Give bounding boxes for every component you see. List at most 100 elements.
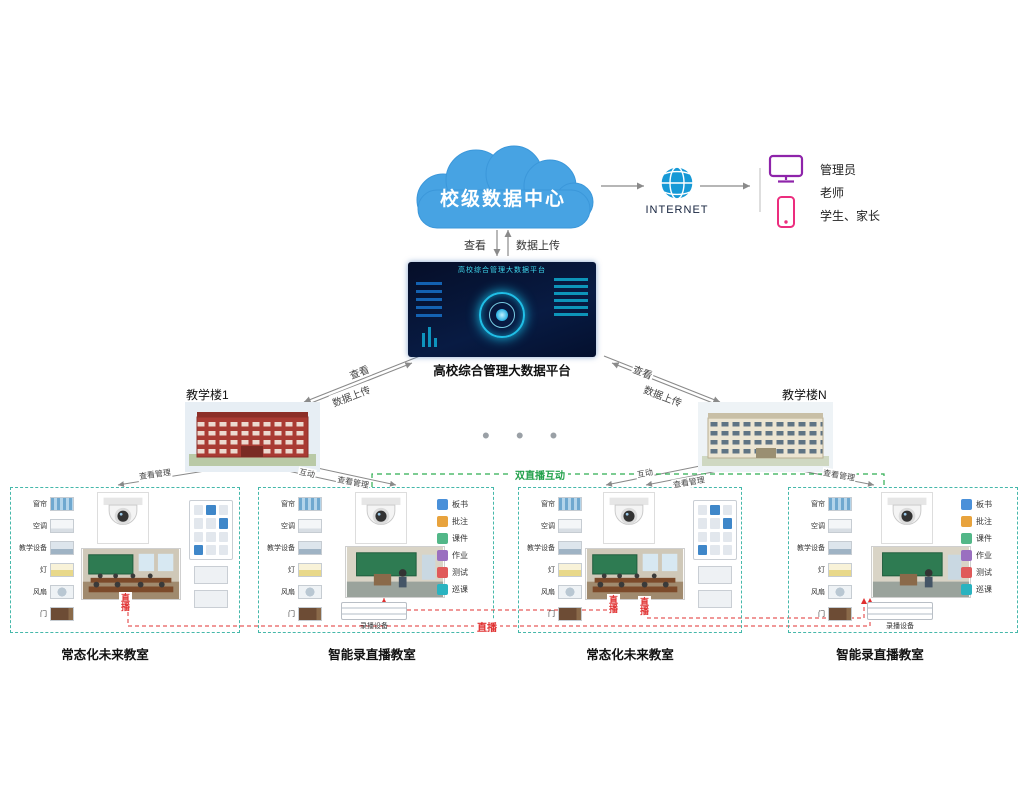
function-label: 作业	[976, 551, 992, 560]
dual-live-label: 双直播互动	[512, 467, 568, 482]
device-item: 门	[794, 604, 852, 623]
device-label: 窗帘	[541, 500, 555, 508]
classroom-group-4: 窗帘 空调 教学设备 灯 风扇 门	[788, 487, 1018, 633]
function-item: 作业	[437, 547, 491, 564]
function-item: 板书	[961, 496, 1015, 513]
building-n-image	[698, 402, 833, 472]
function-item: 测试	[961, 564, 1015, 581]
function-item: 批注	[961, 513, 1015, 530]
device-item: 灯	[794, 560, 852, 579]
function-label: 板书	[452, 500, 468, 509]
school-data-center-cloud: 校级数据中心	[398, 138, 608, 238]
dashboard-ring	[479, 292, 525, 339]
caption-classroom-2: 智能录直播教室	[328, 648, 416, 662]
dashboard-left-widgets	[416, 282, 442, 317]
device-label: 灯	[288, 566, 295, 574]
test-icon	[437, 567, 448, 578]
function-label: 课件	[976, 534, 992, 543]
live-label-v1: 直播	[119, 592, 132, 612]
classroom-photo	[345, 546, 445, 598]
device-label: 教学设备	[527, 544, 555, 552]
annotate-icon	[437, 516, 448, 527]
device-item: 空调	[524, 516, 582, 535]
device-item: 门	[16, 604, 74, 623]
caption-classroom-3: 常态化未来教室	[586, 648, 674, 662]
board-icon	[437, 499, 448, 510]
classroom-photo	[585, 548, 685, 600]
device-item: 窗帘	[264, 494, 322, 513]
extra-device-thumb	[698, 590, 732, 608]
device-item: 门	[264, 604, 322, 623]
device-item: 教学设备	[794, 538, 852, 557]
function-item: 课件	[437, 530, 491, 547]
building-1-label: 教学楼1	[186, 388, 229, 402]
dashboard-right-widgets	[554, 278, 588, 316]
device-label: 空调	[541, 522, 555, 530]
device-label: 灯	[818, 566, 825, 574]
function-label: 测试	[976, 568, 992, 577]
dome-camera-icon	[97, 492, 149, 544]
equipment-thumb-icon	[828, 540, 852, 555]
homework-icon	[961, 550, 972, 561]
device-item: 灯	[16, 560, 74, 579]
upload-flow-label: 数据上传	[514, 237, 562, 253]
device-item: 空调	[16, 516, 74, 535]
device-item: 风扇	[524, 582, 582, 601]
function-item: 板书	[437, 496, 491, 513]
device-label: 风扇	[281, 588, 295, 596]
curtain-thumb-icon	[558, 496, 582, 511]
device-label: 灯	[548, 566, 555, 574]
ellipsis-dots: • • •	[482, 423, 568, 448]
equipment-thumb-icon	[298, 540, 322, 555]
device-item: 窗帘	[524, 494, 582, 513]
function-item: 测试	[437, 564, 491, 581]
function-label: 板书	[976, 500, 992, 509]
device-item: 教学设备	[524, 538, 582, 557]
patrol-icon	[437, 584, 448, 595]
device-item: 空调	[794, 516, 852, 535]
device-item: 风扇	[16, 582, 74, 601]
caption-classroom-4: 智能录直播教室	[836, 648, 924, 662]
classroom-photo	[81, 548, 181, 600]
fan-thumb-icon	[50, 584, 74, 599]
control-panel	[693, 500, 737, 608]
platform-dashboard: 高校综合管理大数据平台	[408, 262, 596, 357]
platform-caption: 高校综合管理大数据平台	[433, 364, 571, 378]
phone-icon	[776, 196, 796, 228]
device-item: 灯	[524, 560, 582, 579]
device-label: 风扇	[33, 588, 47, 596]
function-label: 课件	[452, 534, 468, 543]
device-item: 窗帘	[16, 494, 74, 513]
extra-device-thumb	[194, 590, 228, 608]
light-thumb-icon	[298, 562, 322, 577]
fan-thumb-icon	[558, 584, 582, 599]
door-thumb-icon	[558, 606, 582, 621]
device-strip: 窗帘 空调 教学设备 灯 风扇 门	[524, 494, 582, 626]
function-label: 巡课	[452, 585, 468, 594]
door-thumb-icon	[828, 606, 852, 621]
recorder-box	[341, 602, 407, 620]
device-label: 窗帘	[281, 500, 295, 508]
function-item: 课件	[961, 530, 1015, 547]
function-item: 作业	[961, 547, 1015, 564]
device-item: 风扇	[264, 582, 322, 601]
device-item: 门	[524, 604, 582, 623]
dome-camera-icon	[603, 492, 655, 544]
door-thumb-icon	[298, 606, 322, 621]
live-label-bottom: 直播	[474, 619, 500, 634]
device-label: 教学设备	[19, 544, 47, 552]
ac-thumb-icon	[558, 518, 582, 533]
device-strip: 窗帘 空调 教学设备 灯 风扇 门	[264, 494, 322, 626]
live-label-v3: 直播	[638, 596, 651, 616]
internet-label: INTERNET	[645, 204, 709, 216]
ac-thumb-icon	[298, 518, 322, 533]
function-item: 批注	[437, 513, 491, 530]
user-label-admin: 管理员	[820, 163, 857, 177]
function-item: 巡课	[961, 581, 1015, 598]
device-item: 空调	[264, 516, 322, 535]
device-label: 教学设备	[267, 544, 295, 552]
function-label: 批注	[976, 517, 992, 526]
user-label-students: 学生、家长	[820, 209, 881, 223]
view-flow-label: 查看	[462, 237, 488, 253]
